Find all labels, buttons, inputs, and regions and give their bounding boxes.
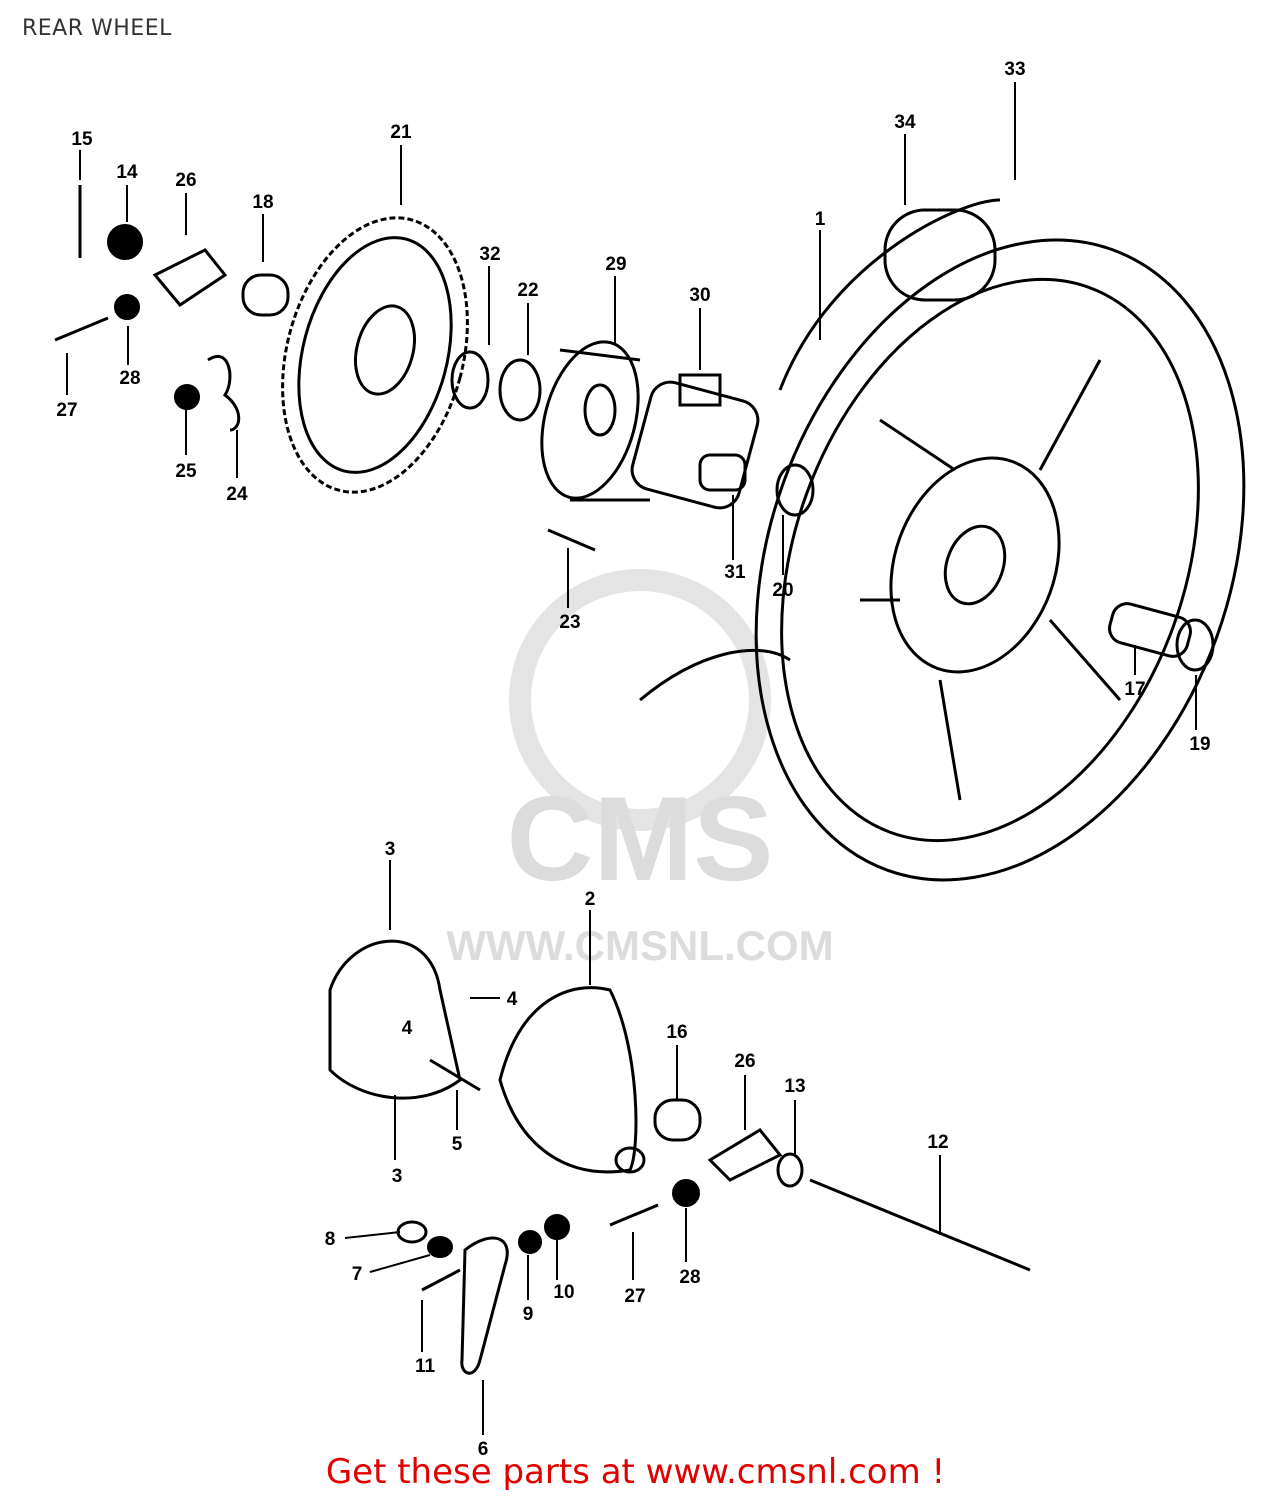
sprocket-body [297,236,453,474]
callout-28-top: 28 [119,368,140,389]
callout-34: 34 [894,112,916,133]
callout-13: 13 [784,1076,805,1097]
drum-bore [583,383,617,437]
callout-11: 11 [415,1356,436,1377]
callout-2: 2 [585,889,596,910]
callout-27-top: 27 [56,400,77,421]
nut-28-top [114,294,140,320]
chain-adjuster-26 [152,248,228,307]
parts-link-banner[interactable]: Get these parts at www.cmsnl.com ! [325,1452,946,1492]
bolt-27-top [54,316,109,342]
tyre-outline [754,238,1246,882]
cotter-pin-23 [547,528,596,552]
bearing-22 [498,358,542,422]
rear-sprocket [281,216,469,494]
callout-26-bottom: 26 [734,1051,755,1072]
callout-28-bottom: 28 [679,1267,700,1288]
oil-seal-32 [450,350,490,410]
brake-cam-lever-6 [460,1236,509,1375]
page-title: REAR WHEEL [22,16,172,41]
watermark-logo: CMS [507,772,774,906]
callout-1: 1 [815,209,826,230]
callout-29: 29 [605,254,626,275]
hub-bore [943,524,1007,606]
spacer-18 [241,273,290,317]
wheel-hub [889,456,1061,674]
drum-face [540,340,640,500]
callout-12: 12 [927,1132,948,1153]
nut-10 [544,1214,570,1240]
top-small-parts [54,185,1215,672]
callout-32: 32 [479,244,500,265]
nut-28-bottom [672,1179,700,1207]
tyre-cutaway-top [778,198,1001,391]
cush-damper [630,373,760,510]
nut-14 [107,224,143,260]
damper-lug-top [678,373,722,407]
callout-18: 18 [252,192,273,213]
callout-31: 31 [724,562,746,583]
callout-23: 23 [559,612,580,633]
brake-cam-5 [429,1058,481,1092]
nut-25 [174,384,200,410]
brake-panel-bore [614,1146,646,1174]
sprocket-teeth [281,216,469,494]
tyre-cutaway-bottom [639,648,791,702]
drum-edges [559,348,650,502]
callout-24: 24 [226,484,248,505]
callout-25: 25 [175,461,197,482]
callout-3-top: 3 [385,839,396,860]
bolt-27-bottom [609,1203,659,1227]
callout-5: 5 [452,1134,463,1155]
callout-6: 6 [478,1439,489,1460]
callout-19: 19 [1189,734,1210,755]
brake-panel-2 [498,986,638,1174]
watermark: CMS WWW.CMSNL.COM [446,569,834,969]
axle-nut-19 [1175,618,1215,672]
callout-20: 20 [772,580,793,601]
callout-22: 22 [517,280,538,301]
sprocket-center [354,304,416,396]
callout-26-top: 26 [175,170,196,191]
bolt-11 [421,1268,461,1292]
tube-valve-part-34 [883,208,997,302]
callout-21: 21 [390,122,412,143]
washer-13 [776,1152,804,1188]
callout-10: 10 [553,1282,574,1303]
seal-7 [427,1236,453,1258]
callout-labels: 1 2 3 3 4 4 5 6 7 8 9 10 11 12 13 14 15 … [56,59,1210,1460]
brake-assembly [328,939,1031,1375]
washer-8 [396,1220,428,1244]
brake-shoes-3 [328,939,462,1100]
leader-lines [66,82,1197,1435]
callout-7: 7 [352,1264,363,1285]
callout-8: 8 [325,1229,336,1250]
washer-9 [518,1230,542,1254]
callout-33: 33 [1004,59,1025,80]
callout-15: 15 [71,129,93,150]
rim-outline [780,277,1200,843]
axle-12 [809,1178,1031,1272]
watermark-url: WWW.CMSNL.COM [446,922,833,969]
lock-washer-24 [207,355,241,432]
callout-27-bottom: 27 [624,1286,645,1307]
damper-block [630,380,760,510]
damper-spacer-31 [698,453,747,492]
rear-wheel-assembly [639,198,1246,882]
callout-3-bottom: 3 [392,1166,403,1187]
spacer-16 [653,1098,702,1142]
callout-30: 30 [689,285,710,306]
chain-adjuster-26-bottom [707,1128,783,1182]
axle-spacer-17 [1108,602,1192,658]
callout-17: 17 [1124,679,1145,700]
sprocket-mounting-drum [540,340,650,502]
wheel-spokes [860,359,1122,801]
callout-4-outer: 4 [507,989,518,1010]
bearing-20 [775,463,815,517]
callout-16: 16 [666,1022,687,1043]
callout-9: 9 [523,1304,534,1325]
callout-4-inner: 4 [402,1018,413,1039]
callout-14: 14 [116,162,138,183]
